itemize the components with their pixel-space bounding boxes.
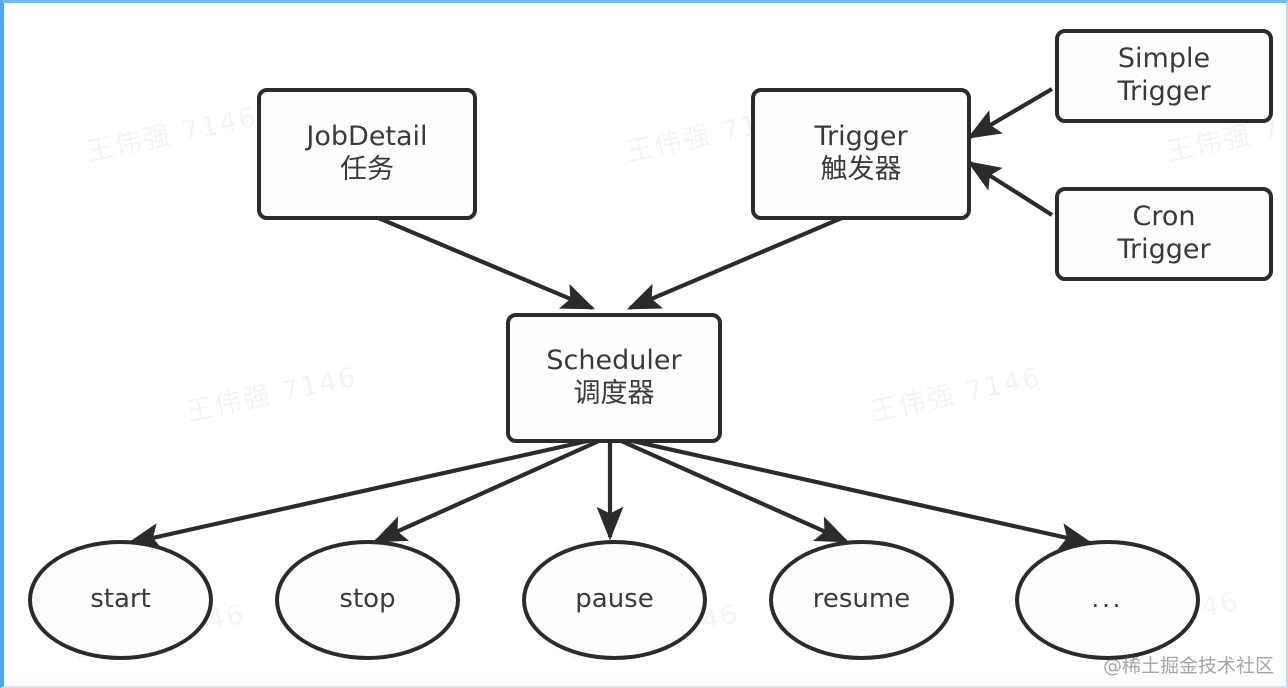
edge-scheduler-more (609, 433, 1094, 550)
node-cron-trigger-label: Cron Trigger (1117, 201, 1211, 265)
edge-layer (126, 87, 1094, 550)
edge-simpletrigger-trigger (967, 87, 1054, 139)
node-more[interactable]: ... (1015, 540, 1200, 660)
node-trigger[interactable]: Trigger 触发器 (751, 88, 971, 220)
edge-scheduler-start (126, 433, 611, 550)
node-pause[interactable]: pause (522, 540, 707, 660)
node-trigger-label: Trigger 触发器 (814, 121, 908, 185)
edge-jobdetail-scheduler (363, 210, 596, 310)
node-more-label: ... (1091, 585, 1124, 614)
node-scheduler-label: Scheduler 调度器 (546, 345, 682, 409)
edge-crontrigger-trigger (967, 161, 1054, 217)
node-scheduler[interactable]: Scheduler 调度器 (506, 313, 722, 443)
edge-scheduler-stop (372, 434, 611, 543)
node-simple-trigger-label: Simple Trigger (1117, 43, 1211, 107)
node-cron-trigger[interactable]: Cron Trigger (1055, 187, 1273, 281)
node-stop-label: stop (339, 584, 396, 615)
node-resume-label: resume (812, 584, 911, 615)
node-stop[interactable]: stop (275, 540, 460, 660)
edge-trigger-scheduler (626, 210, 857, 310)
brand-watermark: @稀土掘金技术社区 (1102, 655, 1274, 677)
node-resume[interactable]: resume (769, 540, 954, 660)
node-jobdetail[interactable]: JobDetail 任务 (257, 88, 477, 220)
node-pause-label: pause (575, 584, 654, 615)
node-simple-trigger[interactable]: Simple Trigger (1055, 29, 1273, 123)
node-jobdetail-label: JobDetail 任务 (306, 121, 428, 185)
node-start-label: start (90, 584, 151, 615)
node-start[interactable]: start (28, 540, 213, 660)
edge-scheduler-resume (609, 434, 850, 543)
